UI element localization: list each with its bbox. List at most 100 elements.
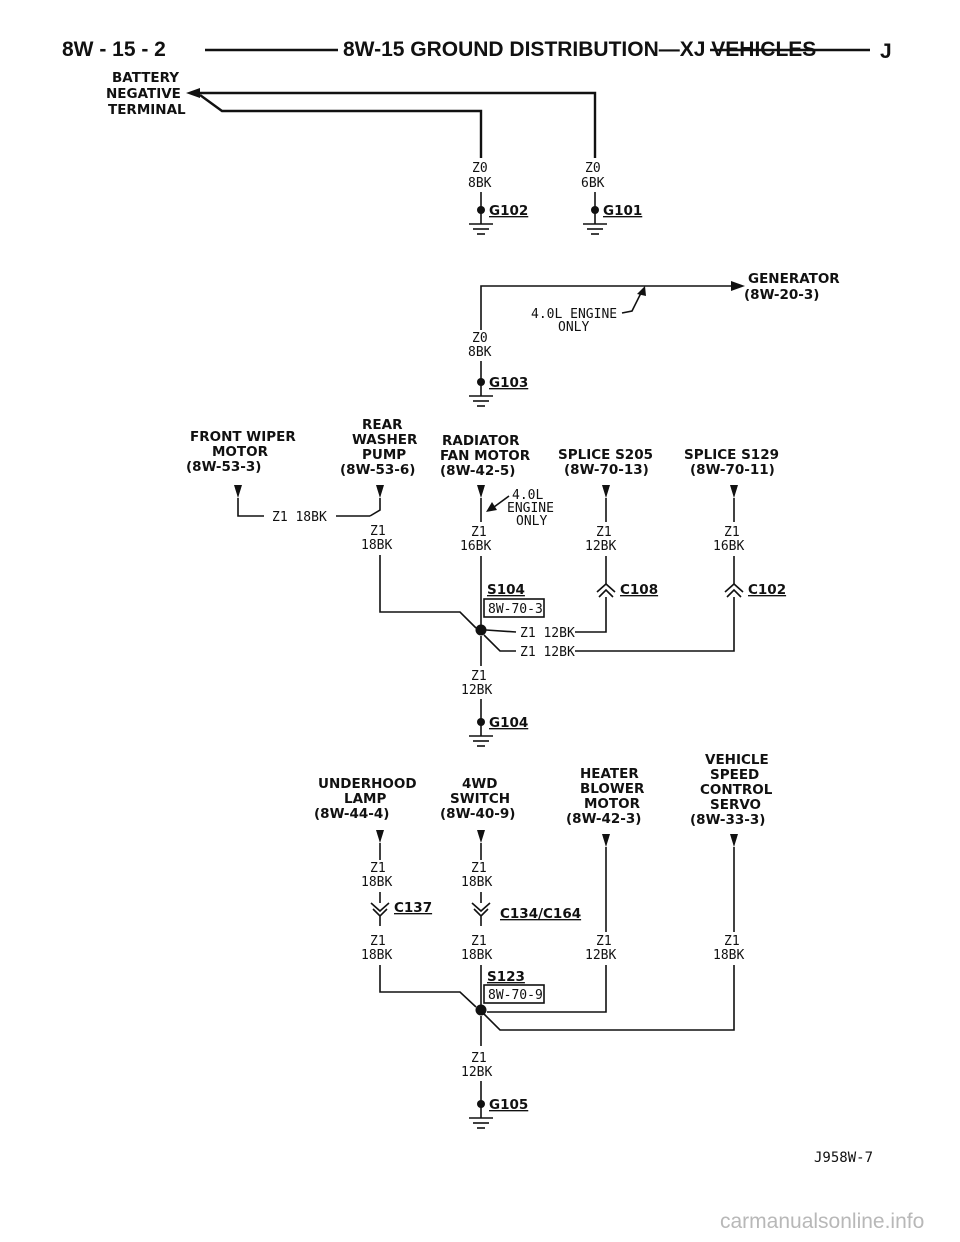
wire-6bk-g101: 6BK — [581, 176, 605, 191]
connector-c108: C108 — [620, 582, 658, 598]
rear-washer-pin — [376, 485, 384, 498]
underhood-z1-a: Z1 — [370, 861, 386, 876]
wire-z0-g102: Z0 — [472, 161, 488, 176]
battery-label-2: NEGATIVE — [106, 86, 181, 102]
speed-control-label-1: VEHICLE — [705, 752, 769, 768]
g104-wire-12bk: 12BK — [461, 683, 492, 698]
splice-s129-z1: Z1 — [724, 525, 740, 540]
rear-washer-label-2: WASHER — [352, 432, 418, 448]
rear-washer-label-3: PUMP — [362, 447, 406, 463]
radiator-fan-label-3: (8W-42-5) — [440, 463, 515, 479]
page-title: 8W-15 GROUND DISTRIBUTION—XJ VEHICLES — [343, 38, 816, 61]
generator-wire — [480, 285, 731, 330]
battery-terminal-arrow — [186, 88, 200, 98]
splice-s205-label-1: SPLICE S205 — [558, 447, 653, 463]
speed-control-to-s123 — [483, 965, 735, 1031]
splice-s104: S104 — [487, 582, 525, 598]
fourwd-pin — [477, 830, 485, 843]
wire-z0-g101: Z0 — [585, 161, 601, 176]
g105-wire-12bk: 12BK — [461, 1065, 492, 1080]
heater-blower-to-s123 — [487, 965, 607, 1013]
front-wiper-pin — [234, 485, 242, 498]
page-number: 8W - 15 - 2 — [62, 38, 166, 61]
front-wiper-label-3: (8W-53-3) — [186, 459, 261, 475]
s104-branch-c108 — [485, 629, 517, 633]
radiator-fan-16bk: 16BK — [460, 539, 491, 554]
g105-wire-z1: Z1 — [471, 1051, 487, 1066]
fourwd-z1-a: Z1 — [471, 861, 487, 876]
battery-cable-g102 — [199, 94, 483, 158]
s104-splice-dot — [475, 624, 487, 636]
engine-note2-leader — [493, 495, 510, 508]
speed-control-label-2: SPEED — [710, 767, 759, 783]
heater-blower-label-4: (8W-42-3) — [566, 811, 641, 827]
wire-8bk-g103: 8BK — [468, 345, 492, 360]
section-letter: J — [880, 40, 892, 63]
front-wiper-label-2: MOTOR — [212, 444, 269, 460]
fourwd-label-3: (8W-40-9) — [440, 806, 515, 822]
splice-s205-label-2: (8W-70-13) — [564, 462, 649, 478]
s123-ref-box — [483, 984, 545, 1004]
heater-blower-label-1: HEATER — [580, 766, 639, 782]
engine-note-arrowhead — [637, 286, 646, 296]
watermark: carmanualsonline.info — [720, 1210, 924, 1233]
underhood-z1-b: Z1 — [370, 934, 386, 949]
splice-s205-pin — [602, 485, 610, 498]
s123-splice-dot — [475, 1004, 487, 1016]
rear-washer-label-1: REAR — [362, 417, 403, 433]
ground-g102: G102 — [489, 203, 528, 219]
heater-blower-label-3: MOTOR — [584, 796, 641, 812]
radiator-fan-pin — [477, 485, 485, 498]
speed-control-label-5: (8W-33-3) — [690, 812, 765, 828]
ground-g103: G103 — [489, 375, 528, 391]
speed-control-pin — [730, 834, 738, 847]
front-wiper-wire-label: Z1 18BK — [272, 510, 327, 525]
ground-g105: G105 — [489, 1097, 528, 1113]
s104-c102-wire-label: Z1 12BK — [520, 645, 575, 660]
radiator-fan-label-2: FAN MOTOR — [440, 448, 531, 464]
engine-note2-1: 4.0L — [512, 488, 543, 503]
splice-s129-label-1: SPLICE S129 — [684, 447, 779, 463]
s104-ref-box — [483, 598, 545, 618]
ground-g104: G104 — [489, 715, 528, 731]
c102-to-s104 — [575, 597, 735, 652]
engine-note2-2: ENGINE — [507, 501, 554, 516]
c108-to-s104 — [575, 597, 607, 633]
splice-s205-z1: Z1 — [596, 525, 612, 540]
rear-washer-18bk: 18BK — [361, 538, 392, 553]
heater-blower-label-2: BLOWER — [580, 781, 645, 797]
ground-g101: G101 — [603, 203, 642, 219]
underhood-lamp-pin — [376, 830, 384, 843]
connector-c137: C137 — [394, 900, 432, 916]
wire-z0-g103: Z0 — [472, 331, 488, 346]
engine-note-2: ONLY — [558, 320, 589, 335]
rear-washer-wire — [369, 498, 381, 517]
underhood-to-s123 — [379, 965, 477, 1008]
fourwd-18bk-b: 18BK — [461, 948, 492, 963]
s123-ref: 8W-70-9 — [488, 988, 543, 1003]
c102-connector-icon — [724, 582, 744, 598]
rear-washer-z1: Z1 — [370, 524, 386, 539]
heater-blower-12bk: 12BK — [585, 948, 616, 963]
fourwd-18bk-a: 18BK — [461, 875, 492, 890]
c134-connector-icon — [471, 902, 491, 926]
heater-blower-z1: Z1 — [596, 934, 612, 949]
radiator-fan-label-1: RADIATOR — [442, 433, 520, 449]
figure-id: J958W-7 — [814, 1150, 873, 1166]
speed-control-label-3: CONTROL — [700, 782, 773, 798]
underhood-lamp-label-2: LAMP — [344, 791, 386, 807]
underhood-18bk-b: 18BK — [361, 948, 392, 963]
speed-control-z1: Z1 — [724, 934, 740, 949]
splice-s205-12bk: 12BK — [585, 539, 616, 554]
underhood-lamp-label-3: (8W-44-4) — [314, 806, 389, 822]
speed-control-18bk: 18BK — [713, 948, 744, 963]
c137-connector-icon — [370, 902, 390, 926]
rear-washer-to-s104 — [379, 555, 477, 629]
wire-8bk-g102: 8BK — [468, 176, 492, 191]
s104-branch-c102 — [483, 634, 516, 652]
radiator-fan-z1: Z1 — [471, 525, 487, 540]
engine-note-leader — [621, 290, 643, 314]
splice-s129-pin — [730, 485, 738, 498]
splice-s123: S123 — [487, 969, 525, 985]
